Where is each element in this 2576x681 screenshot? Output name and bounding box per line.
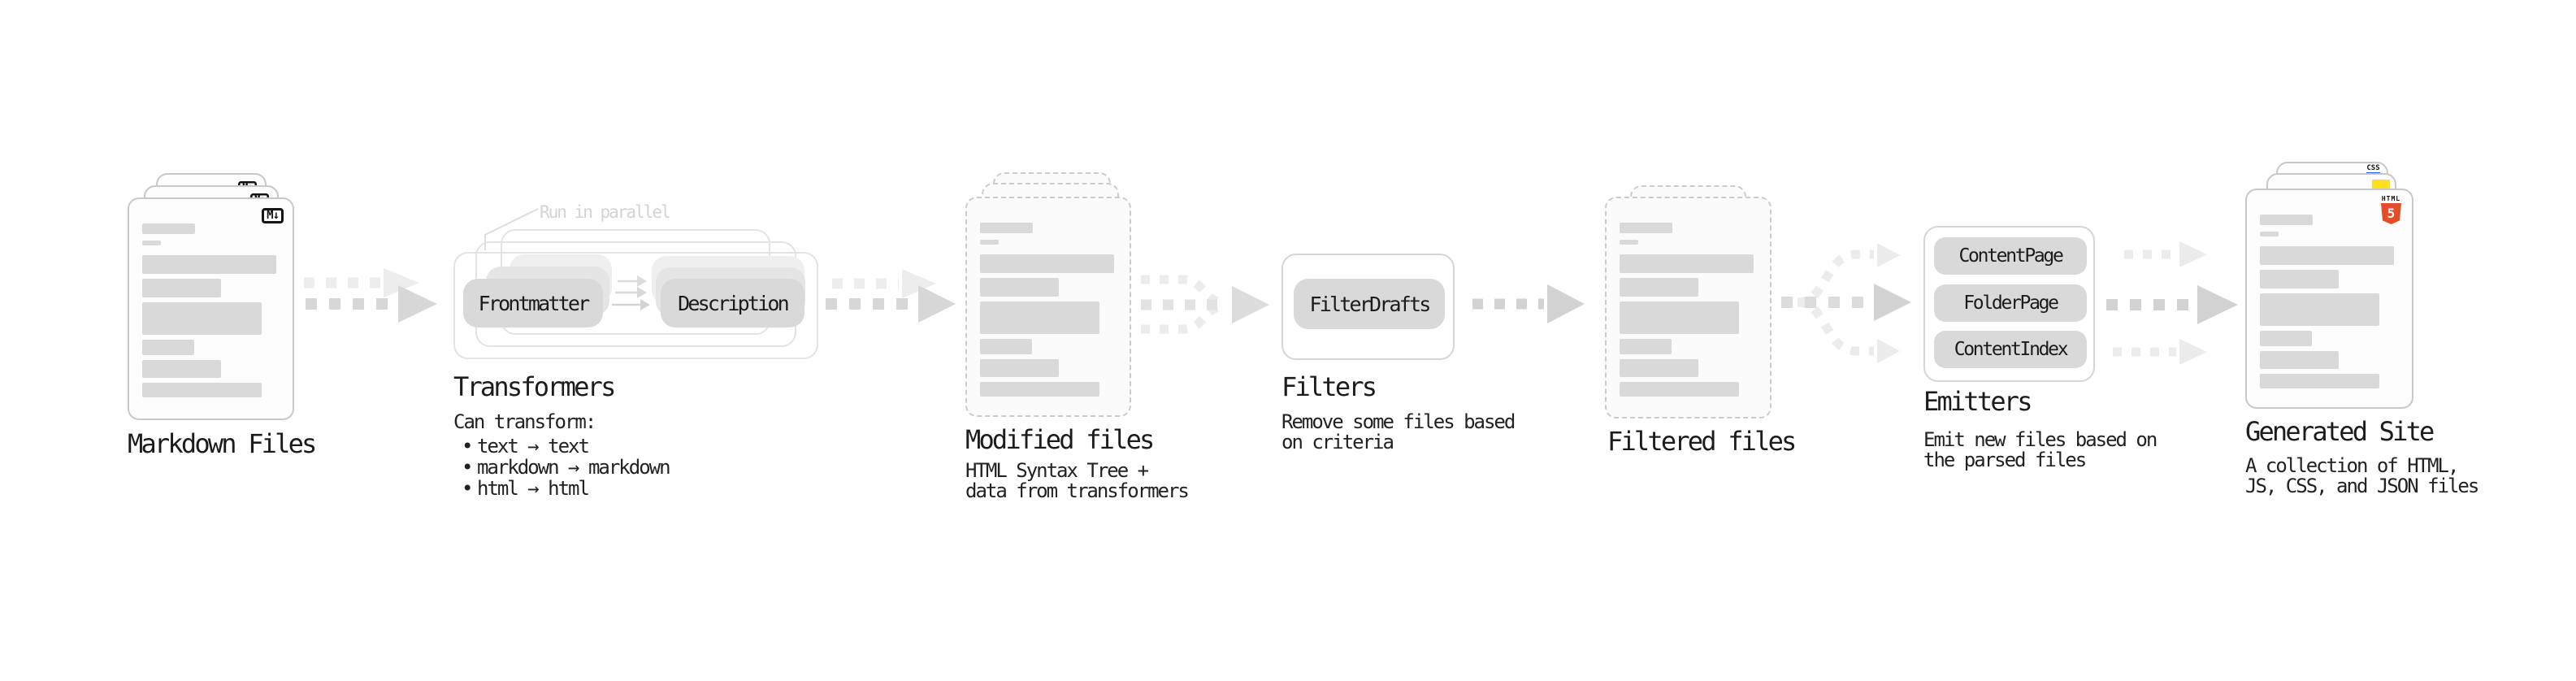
stage-title-filters: Filters — [1281, 371, 1377, 402]
doc-text-line — [142, 360, 221, 378]
stage-title-markdown-files: Markdown Files — [128, 428, 317, 459]
doc-text-line — [1620, 278, 1698, 297]
doc-text-line — [2260, 351, 2339, 369]
doc-text-line — [2260, 215, 2313, 225]
transformers-intro: Can transform: — [453, 410, 596, 433]
doc-text-line — [1620, 223, 1672, 233]
doc-text-line — [980, 359, 1059, 377]
doc-text-line — [1620, 254, 1754, 273]
doc-text-line — [142, 302, 262, 335]
description-pill: Description — [661, 279, 804, 327]
bullet-icon: • — [462, 435, 473, 458]
doc-text-line — [980, 240, 999, 245]
doc-text-line — [2260, 374, 2379, 388]
generated-site-description: A collection of HTML, JS, CSS, and JSON … — [2245, 454, 2479, 497]
doc-text-line — [142, 241, 161, 245]
transformer-group-box — [453, 252, 818, 359]
markdown-icon: M↓ — [262, 208, 284, 223]
flow-arrow-modified-to-filters — [1141, 275, 1269, 334]
html5-shield: 5 — [2381, 203, 2401, 224]
description-line: the parsed files — [1923, 449, 2087, 471]
list-item-text: text → text — [477, 435, 590, 458]
description-line: on criteria — [1281, 431, 1394, 453]
run-in-parallel-callout: Run in parallel — [540, 202, 671, 222]
doc-text-line — [980, 339, 1032, 354]
doc-text-line — [142, 279, 221, 297]
list-item: •html → html — [462, 478, 670, 499]
doc-text-line — [1620, 359, 1698, 377]
doc-text-line — [142, 383, 262, 397]
doc-text-line — [2260, 246, 2394, 265]
modified-files-description: HTML Syntax Tree + data from transformer… — [965, 459, 1190, 502]
emitters-description: Emit new files based on the parsed files — [1923, 428, 2158, 471]
doc-text-line — [980, 223, 1033, 233]
description-line: Emit new files based on — [1923, 428, 2158, 451]
flow-arrow-filtered-to-emitters — [1781, 243, 1911, 363]
modified-file-card — [965, 197, 1131, 417]
flow-arrow-filters-to-filtered — [1472, 284, 1585, 323]
list-item: •text → text — [462, 436, 670, 457]
description-line: JS, CSS, and JSON files — [2245, 475, 2479, 497]
doc-text-line — [142, 255, 276, 274]
doc-text-line — [1620, 301, 1739, 334]
stage-title-generated-site: Generated Site — [2245, 416, 2435, 447]
stage-title-transformers: Transformers — [453, 371, 616, 402]
description-line: data from transformers — [965, 479, 1190, 502]
doc-text-line — [142, 223, 195, 234]
description-line: Remove some files based — [1281, 410, 1516, 433]
doc-text-line — [2260, 331, 2312, 346]
doc-text-line — [980, 254, 1114, 273]
flow-arrow-transformers-to-modified — [826, 269, 956, 323]
doc-text-line — [142, 340, 194, 355]
doc-text-line — [980, 301, 1099, 334]
html5-icon: HTML 5 — [2381, 195, 2401, 224]
flow-arrow-emitters-to-site — [2106, 241, 2238, 365]
flow-arrow-markdown-to-transformers — [304, 268, 437, 323]
contentindex-pill: ContentIndex — [1934, 331, 2087, 368]
description-line: A collection of HTML, — [2245, 454, 2459, 477]
transformers-capability-list: •text → text •markdown → markdown •html … — [462, 436, 671, 499]
bullet-icon: • — [462, 456, 473, 479]
doc-text-line — [1620, 382, 1739, 397]
css-label: CSS — [2366, 164, 2380, 172]
site-html-file-card: HTML 5 — [2245, 189, 2413, 409]
list-item-text: html → html — [477, 477, 590, 500]
doc-text-line — [980, 278, 1059, 297]
stage-title-emitters: Emitters — [1923, 386, 2033, 417]
doc-text-line — [1620, 240, 1638, 245]
doc-text-line — [980, 382, 1099, 397]
list-item-text: markdown → markdown — [477, 456, 671, 479]
filters-description: Remove some files based on criteria — [1281, 410, 1516, 453]
doc-text-line — [2260, 270, 2339, 288]
filtered-file-card — [1605, 197, 1772, 419]
doc-text-line — [2260, 293, 2379, 326]
filters-group-box — [1281, 254, 1455, 360]
html5-label: HTML — [2381, 195, 2401, 202]
doc-text-line — [2260, 232, 2279, 236]
markdown-file-card: M↓ — [128, 197, 294, 420]
frontmatter-pill: Frontmatter — [463, 279, 603, 327]
bullet-icon: • — [462, 477, 473, 500]
stage-title-modified-files: Modified files — [965, 424, 1155, 455]
stage-title-filtered-files: Filtered files — [1607, 426, 1797, 457]
doc-text-line — [1620, 339, 1672, 354]
filterdrafts-pill: FilterDrafts — [1294, 279, 1445, 329]
list-item: •markdown → markdown — [462, 456, 671, 479]
contentpage-pill: ContentPage — [1934, 237, 2087, 275]
folderpage-pill: FolderPage — [1934, 284, 2087, 322]
description-line: HTML Syntax Tree + — [965, 459, 1149, 482]
emitters-group-box — [1923, 226, 2095, 382]
